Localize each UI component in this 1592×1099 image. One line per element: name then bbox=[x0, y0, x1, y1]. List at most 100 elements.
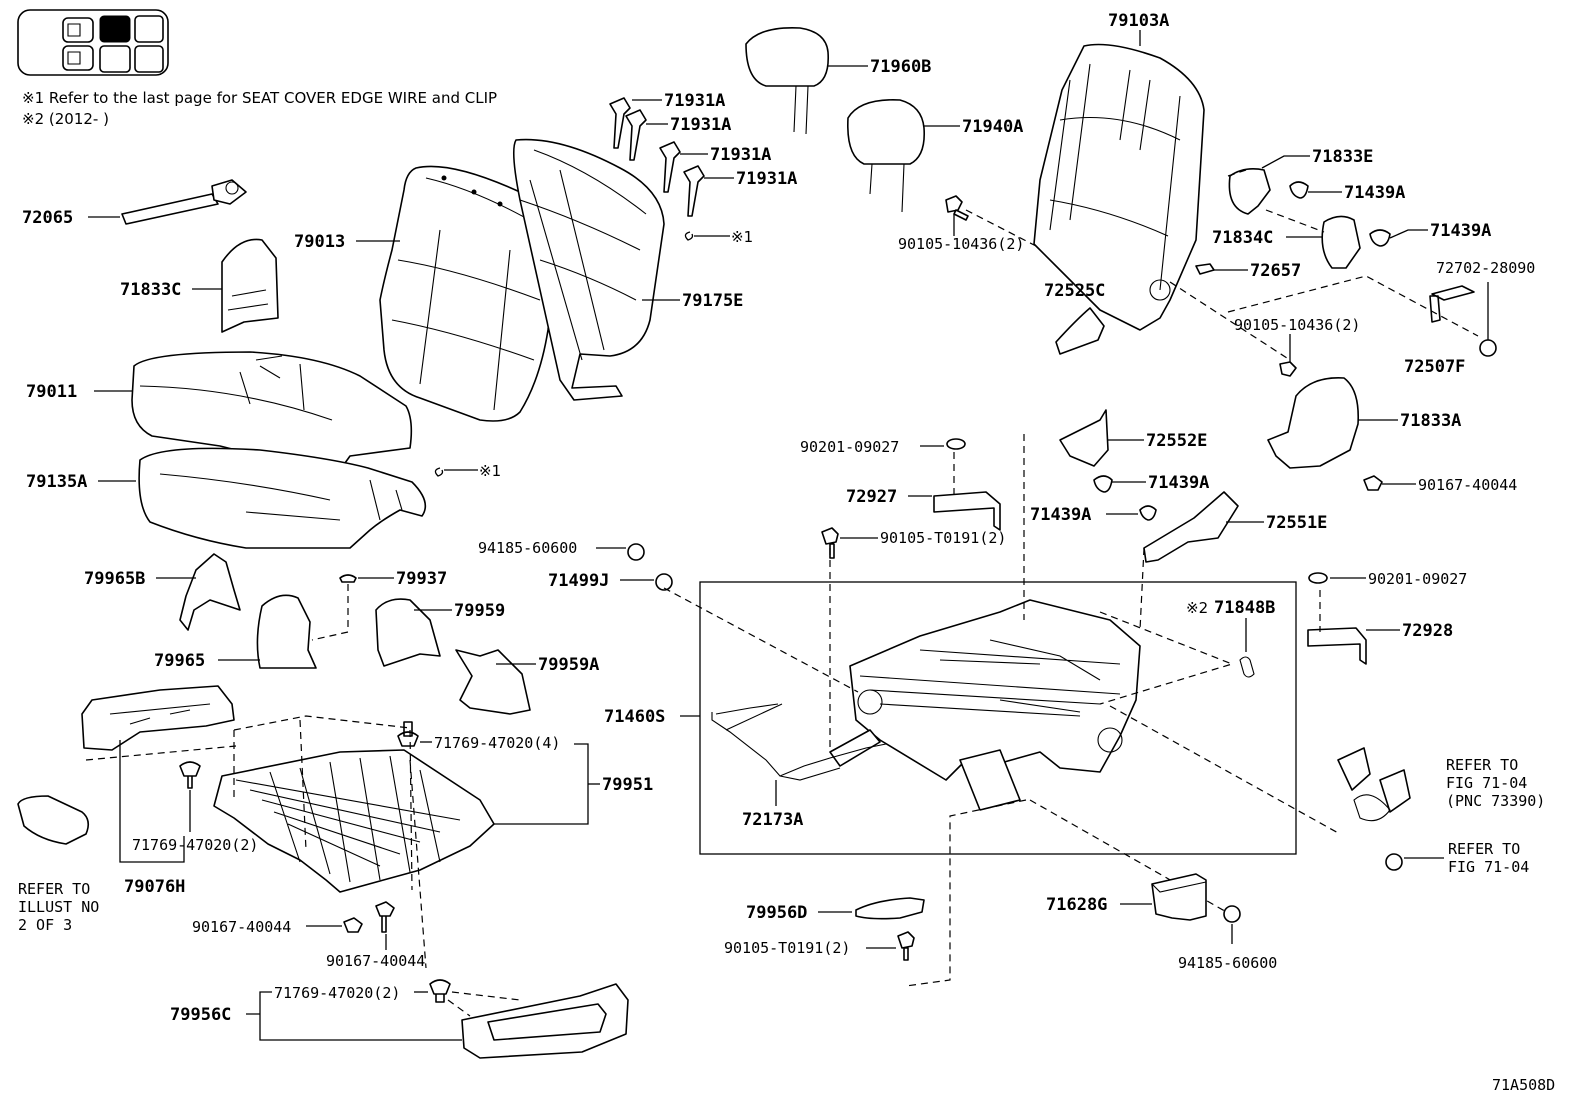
label-90167-40044-c: 90167-40044 bbox=[326, 952, 425, 970]
label-71931A-1: 71931A bbox=[664, 91, 725, 111]
label-71628G: 71628G bbox=[1046, 895, 1107, 915]
label-72702-28090: 72702-28090 bbox=[1436, 259, 1535, 277]
cover-71628G bbox=[1151, 873, 1207, 921]
seatback-frame-79103A bbox=[1033, 43, 1205, 331]
label-94185-60600-b: 94185-60600 bbox=[1178, 954, 1277, 972]
label-71769-47020-4: 71769-47020(4) bbox=[434, 734, 560, 752]
label-71833E: 71833E bbox=[1312, 147, 1373, 167]
label-90105-T0191-b: 90105-T0191(2) bbox=[724, 939, 850, 957]
rod-72173A bbox=[711, 703, 887, 781]
label-79011: 79011 bbox=[26, 382, 77, 402]
label-79013: 79013 bbox=[294, 232, 345, 252]
label-71834C: 71834C bbox=[1212, 228, 1273, 248]
label-71931A-2: 71931A bbox=[670, 115, 731, 135]
label-79937: 79937 bbox=[396, 569, 447, 589]
label-79956C: 79956C bbox=[170, 1005, 231, 1025]
seatback-cover-79013 bbox=[379, 165, 558, 422]
label-71499J: 71499J bbox=[548, 571, 609, 591]
ref-1-upper: ※1 bbox=[731, 228, 753, 246]
label-90105-10436-a: 90105-10436(2) bbox=[898, 235, 1024, 253]
seatbelt-buckle-ref bbox=[1337, 747, 1411, 822]
label-79956D: 79956D bbox=[746, 903, 807, 923]
label-79951: 79951 bbox=[602, 775, 653, 795]
cover-79965B bbox=[179, 553, 241, 631]
cover-72551E bbox=[1143, 491, 1239, 563]
ref-fig1-line2: FIG 71-04 bbox=[1446, 774, 1527, 792]
label-71439A-3: 71439A bbox=[1148, 473, 1209, 493]
washer-90201-09027-a bbox=[946, 438, 966, 450]
label-79959: 79959 bbox=[454, 601, 505, 621]
ref-fig1-line3: (PNC 73390) bbox=[1446, 792, 1545, 810]
label-72657: 72657 bbox=[1250, 261, 1301, 281]
clip-71769-47020-2b bbox=[429, 979, 451, 1003]
label-79965B: 79965B bbox=[84, 569, 145, 589]
label-90105-10436-b: 90105-10436(2) bbox=[1234, 316, 1360, 334]
cover-71833E bbox=[1228, 168, 1271, 215]
ref-illust-line2: ILLUST NO bbox=[18, 898, 99, 916]
cover-71833C bbox=[221, 238, 279, 333]
ref-fig1-line1: REFER TO bbox=[1446, 756, 1518, 774]
nut-buckle-ref bbox=[1385, 853, 1403, 871]
label-71848B: 71848B bbox=[1214, 598, 1275, 618]
label-72927: 72927 bbox=[846, 487, 897, 507]
nut-94185-60600-a bbox=[627, 543, 645, 561]
label-71439A-1: 71439A bbox=[1344, 183, 1405, 203]
label-90105-T0191-a: 90105-T0191(2) bbox=[880, 529, 1006, 547]
label-71769-47020-2b: 71769-47020(2) bbox=[274, 984, 400, 1002]
label-90167-40044-b: 90167-40044 bbox=[192, 918, 291, 936]
cushion-frame-79951 bbox=[213, 749, 495, 893]
label-71833A: 71833A bbox=[1400, 411, 1461, 431]
clip-71439A-4 bbox=[1139, 505, 1157, 521]
adjuster-group-box bbox=[699, 581, 1297, 855]
clip-79937 bbox=[339, 574, 357, 583]
cover-79959 bbox=[375, 598, 441, 667]
bracket-72928 bbox=[1307, 627, 1367, 665]
label-72552E: 72552E bbox=[1146, 431, 1207, 451]
note-1: ※1 Refer to the last page for SEAT COVER… bbox=[22, 89, 497, 107]
label-71931A-3: 71931A bbox=[710, 145, 771, 165]
label-71931A-4: 71931A bbox=[736, 169, 797, 189]
screw-90167-40044-b bbox=[343, 917, 363, 933]
clip-71769-47020-4 bbox=[397, 721, 419, 747]
ref-1-lower: ※1 bbox=[479, 462, 501, 480]
cap-71499J bbox=[655, 573, 673, 591]
label-72525C: 72525C bbox=[1044, 281, 1105, 301]
label-79076H: 79076H bbox=[124, 877, 185, 897]
clip-71931A-set bbox=[609, 97, 705, 217]
cover-71834C bbox=[1321, 215, 1361, 269]
label-71960B: 71960B bbox=[870, 57, 931, 77]
clip-71848B bbox=[1239, 656, 1255, 678]
cover-71833A bbox=[1267, 377, 1360, 469]
headrest-71960B bbox=[745, 27, 830, 135]
ref-illust-line3: 2 OF 3 bbox=[18, 916, 72, 934]
label-72173A: 72173A bbox=[742, 810, 803, 830]
screw-90167-40044-c bbox=[375, 901, 395, 933]
rod-72507F bbox=[1429, 285, 1475, 323]
label-71460S: 71460S bbox=[604, 707, 665, 727]
armrest-pad-ref bbox=[17, 795, 90, 845]
screw-90167-40044-a bbox=[1363, 475, 1383, 491]
clip-71439A-1 bbox=[1289, 181, 1309, 199]
nut-94185-60600-b bbox=[1223, 905, 1241, 923]
label-79103A: 79103A bbox=[1108, 11, 1169, 31]
clip-71439A-2 bbox=[1369, 229, 1391, 247]
cover-72552E bbox=[1059, 409, 1109, 467]
cover-79959A bbox=[455, 649, 531, 715]
label-72065: 72065 bbox=[22, 208, 73, 228]
label-94185-60600-a: 94185-60600 bbox=[478, 539, 577, 557]
bolt-90105-10436-b bbox=[1279, 361, 1297, 377]
label-71769-47020-2a: 71769-47020(2) bbox=[132, 836, 258, 854]
label-79965: 79965 bbox=[154, 651, 205, 671]
side-shield-79076H bbox=[81, 685, 235, 751]
cushion-pad-79135A bbox=[138, 447, 427, 549]
bracket-72927 bbox=[933, 491, 1001, 531]
label-79959A: 79959A bbox=[538, 655, 599, 675]
bolt-90105-10436-a bbox=[945, 195, 969, 221]
label-90201-09027-b: 90201-09027 bbox=[1368, 570, 1467, 588]
label-71439A-2: 71439A bbox=[1430, 221, 1491, 241]
ref-2: ※2 bbox=[1186, 599, 1208, 617]
label-71833C: 71833C bbox=[120, 280, 181, 300]
cushion-cover-79011 bbox=[131, 351, 413, 471]
seatback-pad-79175E bbox=[512, 138, 665, 401]
